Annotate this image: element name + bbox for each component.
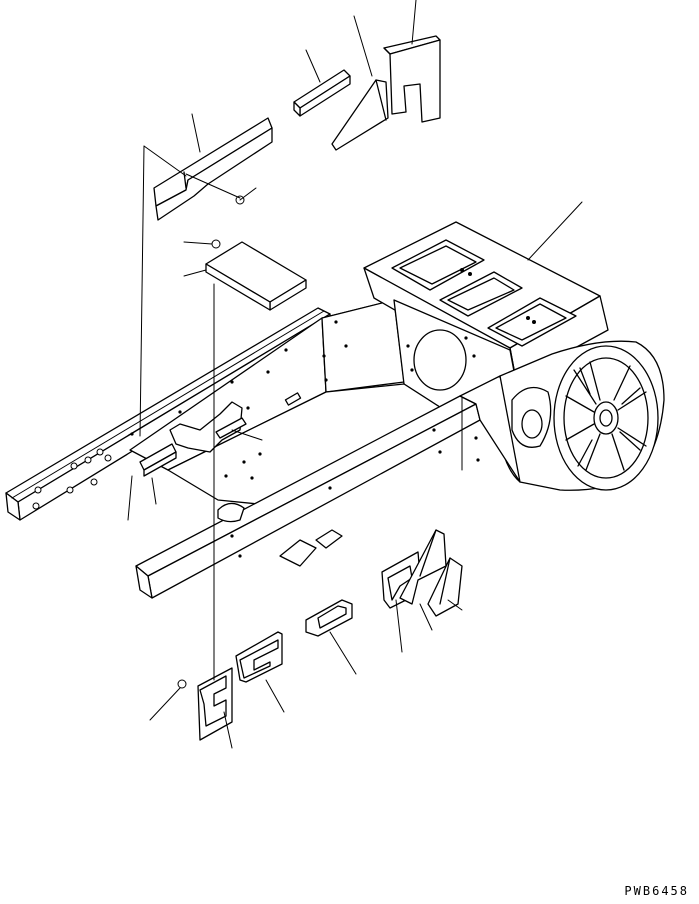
weight-plate-flat bbox=[205, 241, 307, 311]
leader-lines bbox=[127, 0, 583, 749]
right-side-rail bbox=[135, 375, 521, 599]
lower-weight-f bbox=[427, 557, 463, 617]
weight-block-tall bbox=[383, 35, 441, 123]
lower-weight-c bbox=[305, 599, 353, 637]
track-frame bbox=[5, 221, 665, 599]
lower-weight-a bbox=[197, 667, 233, 741]
underside-brackets bbox=[217, 502, 343, 567]
lower-weight-b bbox=[235, 631, 283, 683]
left-rail-bolts bbox=[32, 320, 348, 510]
final-drive-housing bbox=[499, 340, 665, 491]
rail-pad bbox=[139, 417, 247, 477]
drawing-code: PWB6458 bbox=[624, 884, 689, 898]
weight-wedge bbox=[331, 79, 389, 151]
lower-weight-d bbox=[381, 551, 421, 609]
weight-bar-small bbox=[293, 69, 351, 117]
weight-plate-upper-long bbox=[153, 117, 273, 221]
